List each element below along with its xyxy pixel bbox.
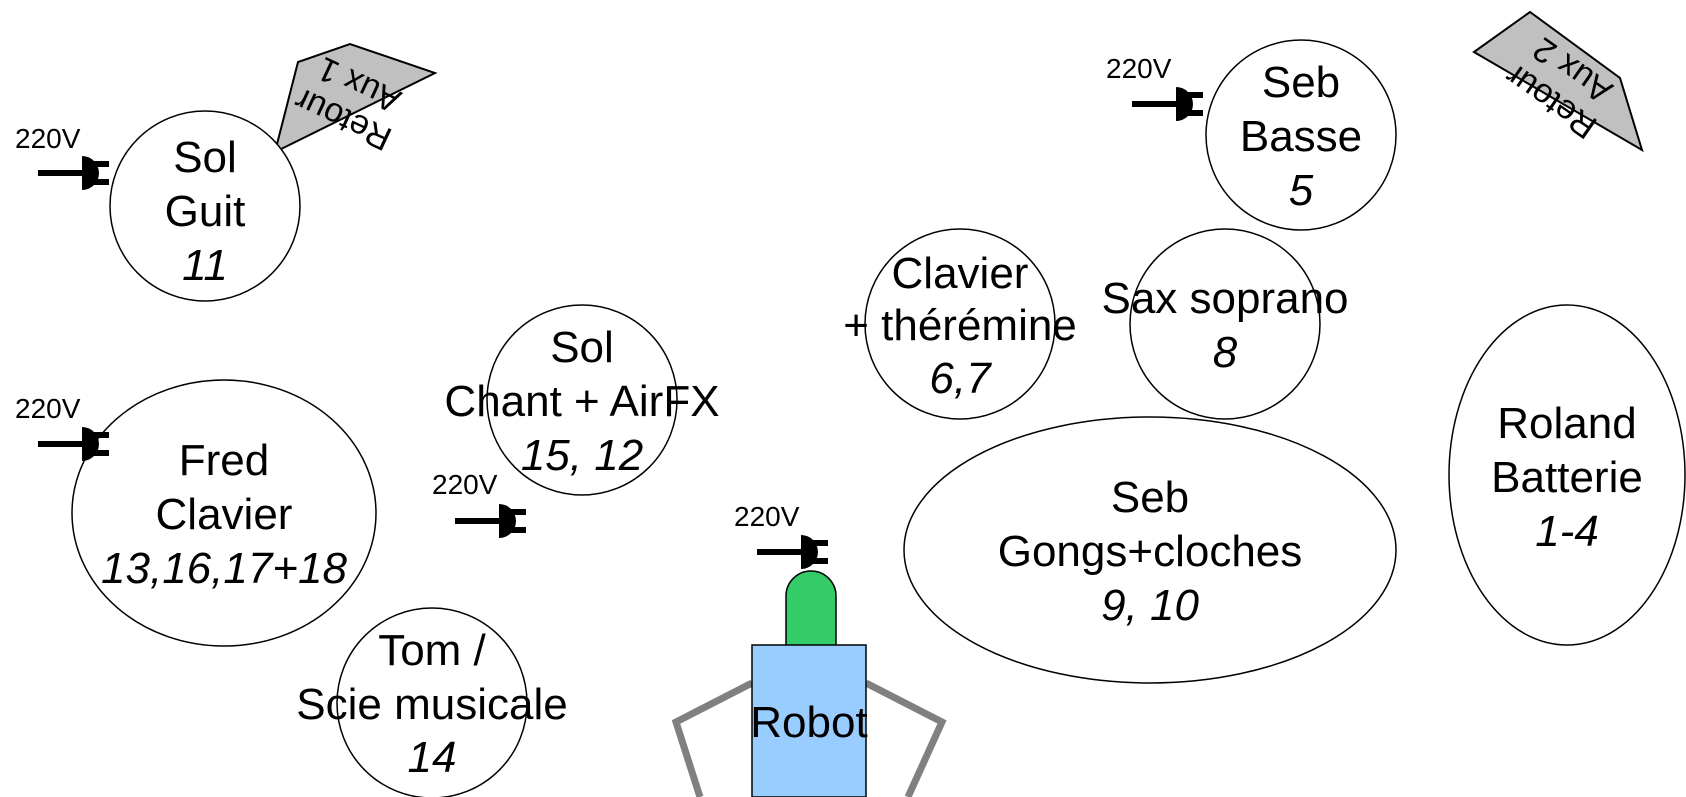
station-sol-chant-channels: 15, 12 [521, 431, 643, 480]
station-clavier-circle [864, 228, 1056, 420]
station-sol-guit: Sol Guit 11 [109, 110, 301, 302]
station-tom-instrument: Scie musicale [296, 680, 567, 729]
station-sax-circle [1129, 228, 1321, 420]
station-seb-gongs: Seb Gongs+cloches 9, 10 [903, 416, 1397, 684]
station-seb-basse-circle [1205, 39, 1397, 231]
plug-icon [1132, 87, 1203, 121]
station-fred-ellipse [71, 379, 377, 647]
wedge-aux1-shape [273, 42, 438, 154]
station-sax-soprano: Sax soprano 8 [1101, 228, 1349, 420]
station-fred-clavier: Fred Clavier 13,16,17+18 [71, 379, 377, 647]
wedge-aux2-shape [1472, 10, 1644, 153]
power-outlet-fred: 220V [15, 393, 109, 461]
station-clavier-theremine: Clavier + thérémine 6,7 [843, 228, 1077, 420]
station-seb-basse-name: Seb [1262, 58, 1340, 107]
station-fred-instrument: Clavier [156, 490, 293, 539]
station-gongs-name: Seb [1111, 473, 1189, 522]
station-sol-guit-circle [109, 110, 301, 302]
station-sax-channels: 8 [1213, 328, 1238, 377]
power-outlet-robot-label: 220V [734, 501, 800, 532]
station-sax-instrument: Sax soprano [1101, 274, 1348, 323]
station-clavier-name: Clavier [892, 249, 1029, 298]
power-outlet-seb-basse: 220V [1106, 53, 1203, 121]
robot-left-arm [671, 679, 754, 797]
robot-right-arm [864, 679, 947, 797]
power-outlet-sol-guit: 220V [15, 123, 109, 190]
station-tom-channels: 14 [408, 733, 457, 782]
wedge-monitor-aux2: Retour Aux 2 [1472, 10, 1644, 153]
station-fred-name: Fred [179, 436, 269, 485]
station-sol-guit-instrument: Guit [165, 187, 246, 236]
station-roland-instrument: Batterie [1491, 453, 1643, 502]
power-outlet-seb-basse-label: 220V [1106, 53, 1172, 84]
station-roland-name: Roland [1497, 399, 1636, 448]
plug-icon [38, 156, 109, 190]
power-outlet-robot: 220V [734, 501, 828, 569]
station-sol-guit-name: Sol [173, 133, 237, 182]
station-gongs-instrument: Gongs+cloches [998, 527, 1303, 576]
station-gongs-channels: 9, 10 [1101, 581, 1199, 630]
station-sol-chant-instrument: Chant + AirFX [444, 377, 719, 426]
robot-body [751, 644, 867, 797]
station-seb-basse-channels: 5 [1289, 166, 1314, 215]
station-tom-circle [336, 607, 528, 797]
plug-icon [455, 504, 526, 538]
robot-label: Robot [750, 698, 867, 747]
station-seb-basse: Seb Basse 5 [1205, 39, 1397, 231]
station-sol-chant: Sol Chant + AirFX 15, 12 [444, 304, 720, 496]
station-tom-name: Tom / [378, 626, 486, 675]
station-tom-scie: Tom / Scie musicale 14 [296, 607, 568, 797]
station-sol-guit-channels: 11 [182, 241, 228, 290]
station-roland-batterie: Roland Batterie 1-4 [1448, 304, 1686, 646]
station-clavier-channels: 6,7 [929, 354, 992, 403]
power-outlet-sol-guit-label: 220V [15, 123, 81, 154]
station-clavier-instrument: + thérémine [843, 301, 1077, 350]
power-outlet-fred-label: 220V [15, 393, 81, 424]
station-gongs-ellipse [903, 416, 1397, 684]
plug-icon [38, 427, 109, 461]
robot-head [785, 570, 837, 648]
robot: Robot [671, 570, 947, 797]
power-outlet-sol-chant-label: 220V [432, 469, 498, 500]
station-sol-chant-circle [486, 304, 678, 496]
plug-icon [757, 535, 828, 569]
station-roland-channels: 1-4 [1535, 507, 1599, 556]
wedge-monitor-aux1: Retour Aux 1 [273, 42, 438, 158]
station-sol-chant-name: Sol [550, 323, 614, 372]
station-roland-ellipse [1448, 304, 1686, 646]
power-outlet-sol-chant: 220V [432, 469, 526, 538]
station-seb-basse-instrument: Basse [1240, 112, 1362, 161]
station-fred-channels: 13,16,17+18 [101, 544, 347, 593]
